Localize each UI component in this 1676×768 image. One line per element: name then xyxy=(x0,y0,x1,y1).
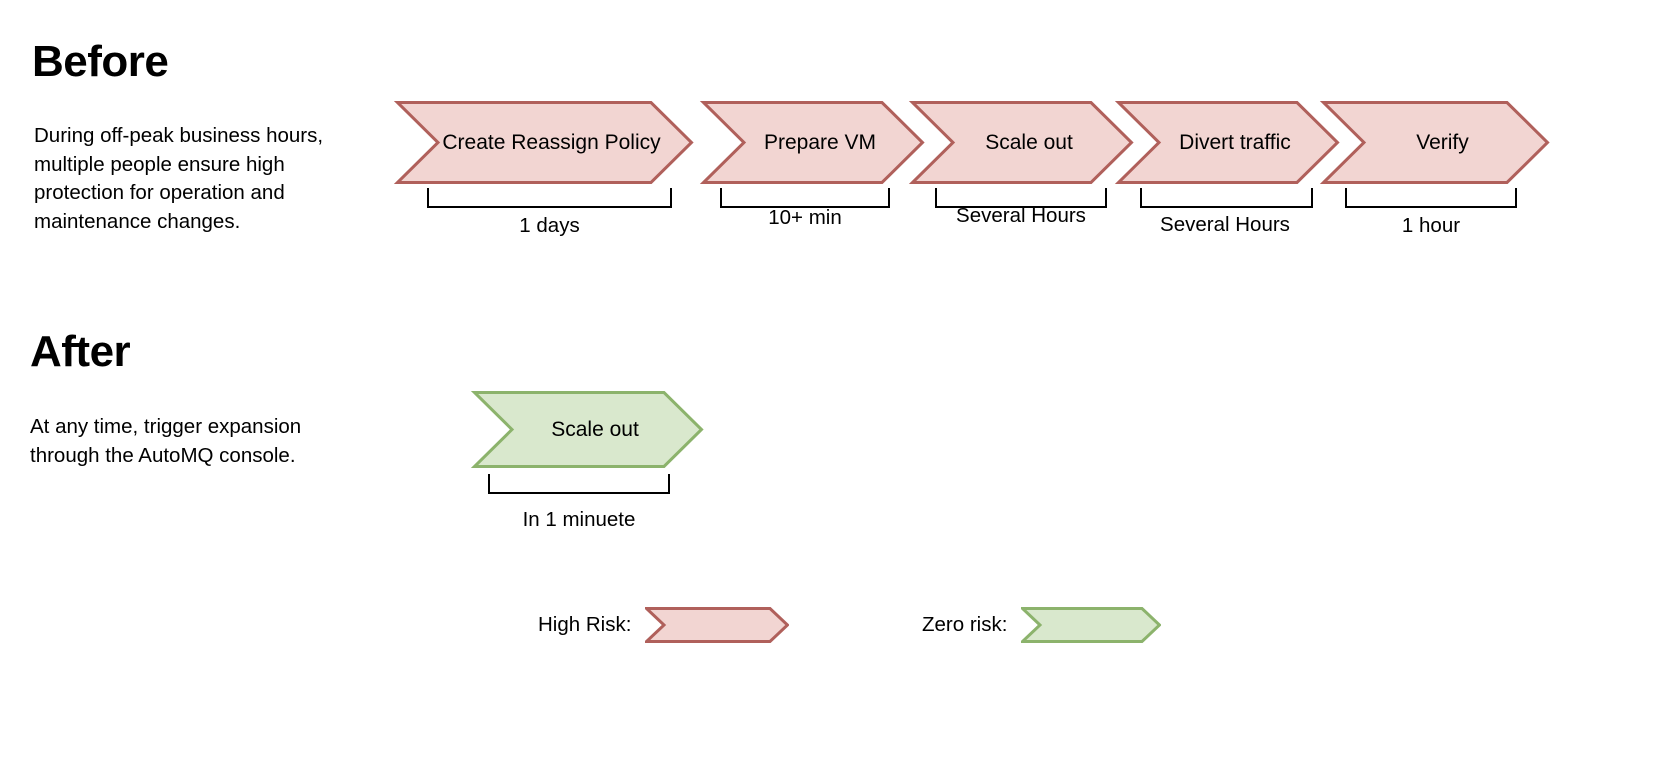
chevron-shape-zero-risk xyxy=(1021,607,1162,643)
before-step-label: Scale out xyxy=(985,130,1073,154)
before-step-label: Divert traffic xyxy=(1179,130,1291,154)
before-step-create-reassign-policy[interactable]: Create Reassign Policy xyxy=(393,101,694,184)
before-step-bracket xyxy=(1140,188,1313,208)
before-step-duration: 10+ min xyxy=(768,206,842,229)
before-step-label: Verify xyxy=(1416,130,1469,154)
after-step-label: Scale out xyxy=(551,417,639,441)
legend-swatch-zero-risk xyxy=(1021,607,1162,643)
before-step-bracket xyxy=(935,188,1107,208)
before-section-title: Before xyxy=(32,37,169,86)
after-process-flow: Scale out In 1 minuete xyxy=(0,0,1676,531)
chevron-shape-zero-risk xyxy=(470,391,704,468)
after-section-description: At any time, trigger expansion through t… xyxy=(30,415,302,467)
before-step-bracket xyxy=(427,188,672,208)
before-step-duration: Several Hours xyxy=(956,204,1086,227)
before-section-description: During off-peak business hours, multiple… xyxy=(34,124,324,233)
chevron-shape-high-risk xyxy=(1319,101,1550,184)
legend-label-zero-risk: Zero risk: xyxy=(922,613,1008,636)
before-step-duration: 1 days xyxy=(519,214,580,237)
chevron-shape-high-risk xyxy=(699,101,925,184)
chevron-shape-high-risk xyxy=(393,101,694,184)
after-section-title: After xyxy=(30,327,131,376)
legend-item-zero-risk: Zero risk: xyxy=(922,607,1162,643)
before-step-divert-traffic[interactable]: Divert traffic xyxy=(1114,101,1340,184)
before-step-bracket xyxy=(1345,188,1517,208)
after-step-duration: In 1 minuete xyxy=(522,508,636,531)
legend-item-high-risk: High Risk: xyxy=(538,607,790,643)
before-step-bracket xyxy=(720,188,890,208)
before-step-scale-out[interactable]: Scale out xyxy=(908,101,1134,184)
after-step-bracket xyxy=(488,474,670,494)
chevron-shape-high-risk xyxy=(645,607,790,643)
before-step-verify[interactable]: Verify xyxy=(1319,101,1550,184)
before-step-prepare-vm[interactable]: Prepare VM xyxy=(699,101,925,184)
chevron-shape-high-risk xyxy=(908,101,1134,184)
before-process-flow: Create Reassign Policy 1 days Prepare VM… xyxy=(0,0,1676,260)
before-step-label: Prepare VM xyxy=(763,130,877,154)
legend-swatch-high-risk xyxy=(645,607,790,643)
chevron-shape-high-risk xyxy=(1114,101,1340,184)
after-step-scale-out[interactable]: Scale out xyxy=(470,391,704,468)
before-step-label: Create Reassign Policy xyxy=(442,130,661,154)
before-step-duration: Several Hours xyxy=(1160,213,1290,236)
before-step-duration: 1 hour xyxy=(1401,214,1461,237)
legend-label-high-risk: High Risk: xyxy=(538,613,632,636)
